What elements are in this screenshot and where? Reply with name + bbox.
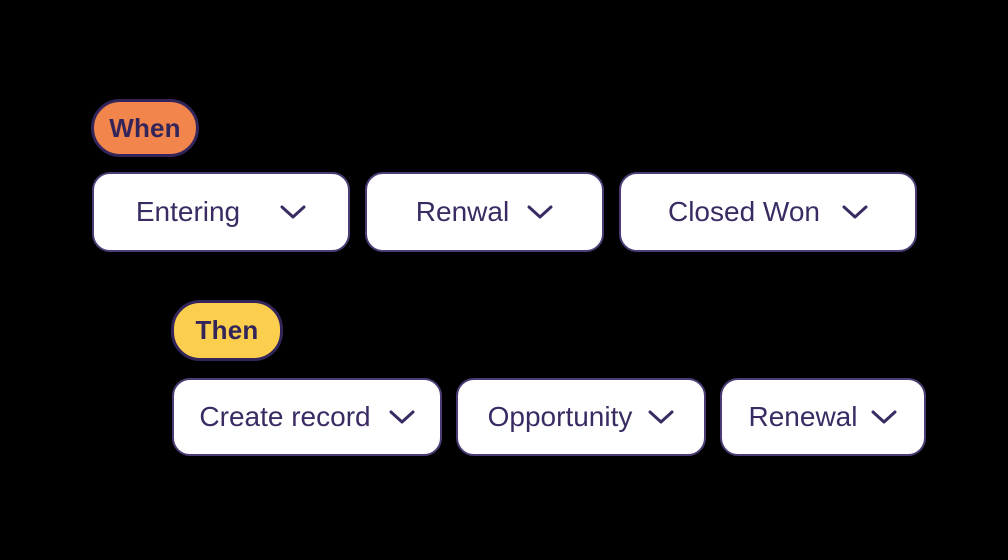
trigger-object-dropdown[interactable]: Renwal	[365, 172, 604, 252]
trigger-type-dropdown-value: Entering	[135, 196, 241, 227]
when-badge-label: When	[109, 112, 181, 143]
action-record-dropdown-value: Renewal	[748, 401, 858, 432]
chevron-down-icon	[871, 410, 897, 424]
chevron-down-icon	[280, 205, 306, 219]
chevron-down-icon	[389, 410, 415, 424]
then-badge-label: Then	[195, 315, 259, 345]
action-type-dropdown[interactable]: Create record	[172, 378, 442, 456]
trigger-stage-dropdown-value: Closed Won	[667, 196, 820, 227]
trigger-object-dropdown-value: Renwal	[415, 196, 510, 227]
then-badge: Then	[171, 300, 283, 361]
chevron-down-icon	[842, 205, 868, 219]
trigger-type-dropdown[interactable]: Entering	[92, 172, 350, 252]
action-record-dropdown[interactable]: Renewal	[720, 378, 926, 456]
chevron-down-icon	[648, 410, 674, 424]
then-action-row: Create record Opportunity Renewal	[172, 378, 926, 456]
action-type-dropdown-value: Create record	[199, 401, 371, 432]
action-object-dropdown-value: Opportunity	[487, 401, 633, 432]
when-condition-row: Entering Renwal Closed Won	[92, 172, 917, 252]
when-badge: When	[91, 99, 199, 157]
trigger-stage-dropdown[interactable]: Closed Won	[619, 172, 917, 252]
action-object-dropdown[interactable]: Opportunity	[456, 378, 706, 456]
chevron-down-icon	[527, 205, 553, 219]
